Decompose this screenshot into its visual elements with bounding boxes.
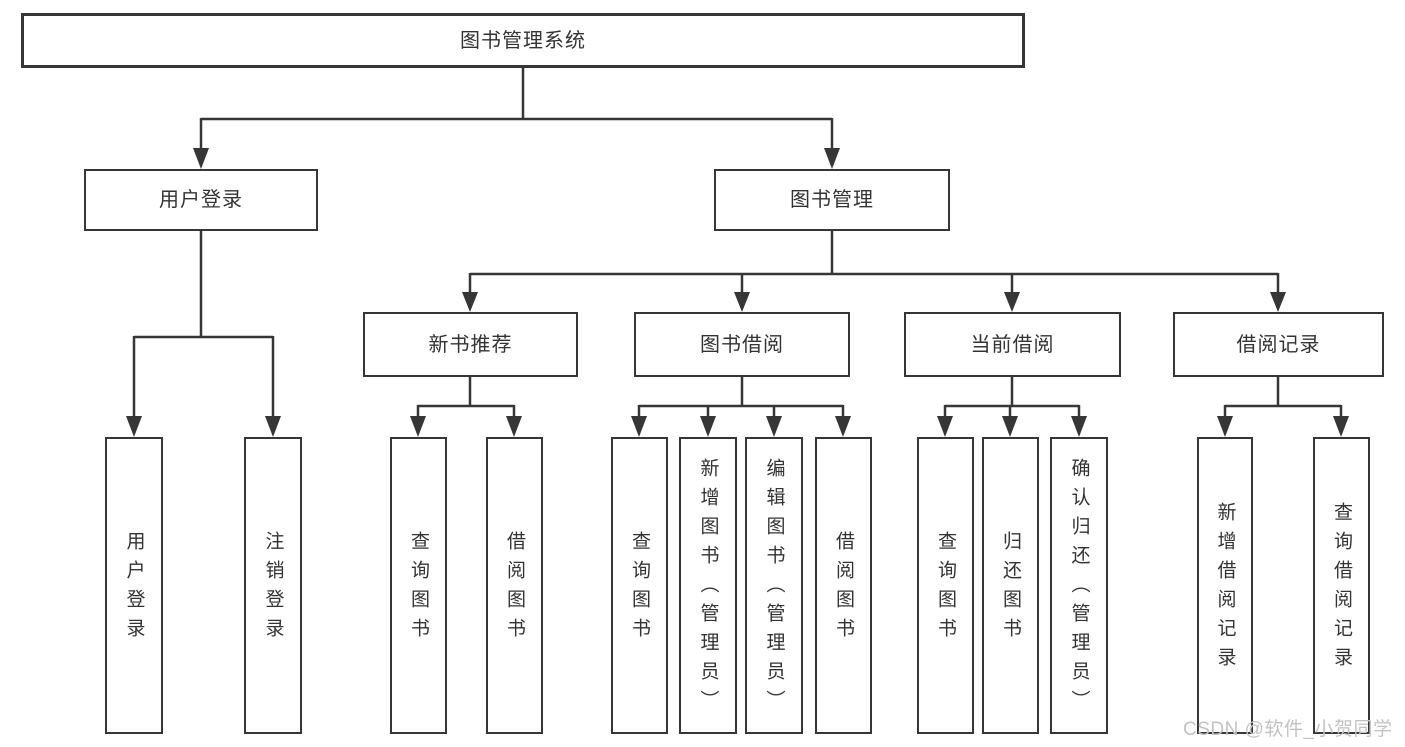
node-borrowing-records: 借阅记录 — [1173, 312, 1384, 377]
node-current-borrowing: 当前借阅 — [904, 312, 1121, 377]
node-book-borrowing: 图书借阅 — [634, 312, 850, 377]
node-book-management: 图书管理 — [714, 169, 950, 231]
node-confirm-return-admin: 确认归还（管理员） — [1050, 437, 1108, 734]
node-query-borrow-record: 查询借阅记录 — [1313, 437, 1370, 734]
node-leaf-user-login: 用户登录 — [105, 437, 163, 734]
node-query-books-current: 查询图书 — [917, 437, 974, 734]
node-query-books-recommend: 查询图书 — [390, 437, 447, 734]
watermark: CSDN @软件_小贺同学 — [1183, 719, 1393, 740]
node-edit-books-admin: 编辑图书（管理员） — [745, 437, 803, 734]
node-user-login: 用户登录 — [84, 169, 318, 231]
node-new-book-recommend: 新书推荐 — [363, 312, 578, 377]
node-leaf-logout: 注销登录 — [244, 437, 302, 734]
node-return-books: 归还图书 — [982, 437, 1039, 734]
node-add-books-admin: 新增图书（管理员） — [679, 437, 737, 734]
node-query-books-borrowing: 查询图书 — [611, 437, 668, 734]
node-add-borrow-record: 新增借阅记录 — [1197, 437, 1253, 734]
node-library-management-system: 图书管理系统 — [21, 13, 1025, 68]
node-borrow-books: 借阅图书 — [815, 437, 872, 734]
node-borrow-books-recommend: 借阅图书 — [486, 437, 543, 734]
